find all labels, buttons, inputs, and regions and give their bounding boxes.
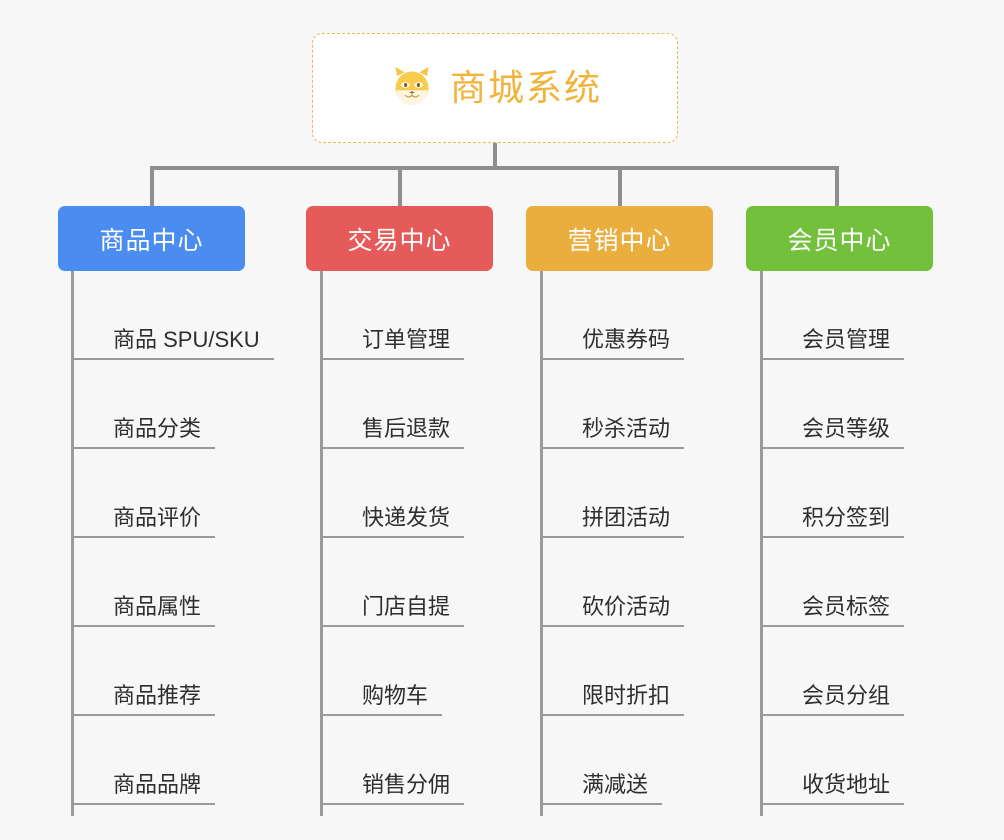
leaf-item[interactable]: 限时折扣 — [540, 627, 770, 716]
root-stem-connector — [493, 143, 497, 169]
leaf-item[interactable]: 商品推荐 — [71, 627, 301, 716]
category-title-4: 会员中心 — [787, 226, 892, 255]
leaf-label: 秒杀活动 — [540, 416, 685, 449]
leaf-label: 销售分佣 — [320, 772, 465, 805]
leaf-label: 购物车 — [320, 683, 443, 716]
shiba-dog-icon — [395, 67, 429, 106]
leaf-item[interactable]: 商品属性 — [71, 538, 301, 627]
leaf-item[interactable]: 快递发货 — [320, 449, 550, 538]
spine-connector-4 — [760, 271, 763, 816]
leaf-label: 拼团活动 — [540, 505, 685, 538]
leaf-label: 收货地址 — [760, 772, 905, 805]
drop-connector-1 — [150, 166, 154, 206]
leaf-label: 会员分组 — [760, 683, 905, 716]
leaf-item[interactable]: 拼团活动 — [540, 449, 770, 538]
leaf-label: 积分签到 — [760, 505, 905, 538]
leaf-item[interactable]: 会员标签 — [760, 538, 990, 627]
leaf-label: 会员标签 — [760, 594, 905, 627]
leaf-item[interactable]: 门店自提 — [320, 538, 550, 627]
leaf-item[interactable]: 购物车 — [320, 627, 550, 716]
root-node[interactable]: 商城系统 — [312, 33, 678, 143]
spine-connector-3 — [540, 271, 543, 816]
leaf-label: 商品分类 — [71, 416, 216, 449]
leaf-item[interactable]: 积分签到 — [760, 449, 990, 538]
leaf-item[interactable]: 秒杀活动 — [540, 360, 770, 449]
drop-connector-4 — [835, 166, 839, 206]
root-title: 商城系统 — [449, 67, 602, 108]
leaf-label: 商品属性 — [71, 594, 216, 627]
drop-connector-3 — [618, 166, 622, 206]
leaf-label: 限时折扣 — [540, 683, 685, 716]
leaf-item[interactable]: 商品 SPU/SKU — [71, 271, 301, 360]
category-box-1[interactable]: 商品中心 — [58, 206, 245, 271]
leaf-item[interactable]: 收货地址 — [760, 716, 990, 805]
leaf-item[interactable]: 满减送 — [540, 716, 770, 805]
leaf-item[interactable]: 商品分类 — [71, 360, 301, 449]
leaf-item[interactable]: 砍价活动 — [540, 538, 770, 627]
leaf-item[interactable]: 销售分佣 — [320, 716, 550, 805]
leaf-column-3: 优惠券码 秒杀活动 拼团活动 砍价活动 限时折扣 满减送 — [540, 271, 770, 816]
leaf-item[interactable]: 订单管理 — [320, 271, 550, 360]
category-title-1: 商品中心 — [99, 226, 204, 255]
leaf-item[interactable]: 商品评价 — [71, 449, 301, 538]
leaf-label: 订单管理 — [320, 327, 465, 360]
category-box-2[interactable]: 交易中心 — [306, 206, 493, 271]
leaf-label: 门店自提 — [320, 594, 465, 627]
leaf-item[interactable]: 售后退款 — [320, 360, 550, 449]
leaf-label: 售后退款 — [320, 416, 465, 449]
category-title-2: 交易中心 — [347, 226, 452, 255]
leaf-label: 商品品牌 — [71, 772, 216, 805]
leaf-label: 优惠券码 — [540, 327, 685, 360]
leaf-label: 商品评价 — [71, 505, 216, 538]
leaf-label: 快递发货 — [320, 505, 465, 538]
drop-connector-2 — [398, 166, 402, 206]
category-title-3: 营销中心 — [567, 226, 672, 255]
spine-connector-1 — [71, 271, 74, 816]
leaf-label: 商品 SPU/SKU — [71, 327, 274, 360]
leaf-label: 会员管理 — [760, 327, 905, 360]
leaf-label: 会员等级 — [760, 416, 905, 449]
leaf-column-4: 会员管理 会员等级 积分签到 会员标签 会员分组 收货地址 — [760, 271, 990, 816]
leaf-column-1: 商品 SPU/SKU 商品分类 商品评价 商品属性 商品推荐 商品品牌 — [71, 271, 301, 816]
leaf-label: 砍价活动 — [540, 594, 685, 627]
category-box-3[interactable]: 营销中心 — [526, 206, 713, 271]
leaf-item[interactable]: 优惠券码 — [540, 271, 770, 360]
leaf-label: 商品推荐 — [71, 683, 216, 716]
leaf-item[interactable]: 会员等级 — [760, 360, 990, 449]
leaf-label: 满减送 — [540, 772, 663, 805]
spine-connector-2 — [320, 271, 323, 816]
leaf-item[interactable]: 会员分组 — [760, 627, 990, 716]
horizontal-bus-connector — [150, 166, 839, 170]
leaf-item[interactable]: 商品品牌 — [71, 716, 301, 805]
leaf-item[interactable]: 会员管理 — [760, 271, 990, 360]
category-box-4[interactable]: 会员中心 — [746, 206, 933, 271]
leaf-column-2: 订单管理 售后退款 快递发货 门店自提 购物车 销售分佣 — [320, 271, 550, 816]
